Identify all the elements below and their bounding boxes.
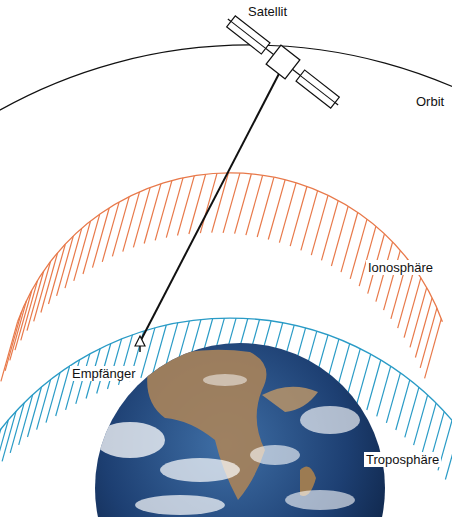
troposphere-label: Troposphäre <box>364 452 441 467</box>
hatch-line <box>34 262 51 322</box>
orbit-arc <box>0 45 452 114</box>
hatch-line <box>123 192 140 252</box>
hatch-line <box>420 308 437 368</box>
hatch-line <box>377 366 391 416</box>
hatch-line <box>83 214 100 274</box>
receiver-label: Empfänger <box>70 366 138 381</box>
hatch-line <box>1 322 18 382</box>
hatch-line <box>445 429 452 479</box>
hatch-line <box>155 181 172 241</box>
hatch-line <box>396 380 410 430</box>
hatch-line <box>178 176 195 236</box>
signal-line <box>141 66 283 340</box>
hatch-line <box>5 311 22 371</box>
hatch-line <box>386 373 400 423</box>
hatch-line <box>359 226 376 286</box>
hatch-line <box>74 221 91 281</box>
hatch-line <box>112 197 129 257</box>
hatch-line <box>367 360 381 410</box>
hatch-line <box>21 281 38 341</box>
hatch-line <box>346 349 360 399</box>
hatch-line <box>425 319 442 379</box>
hatch-line <box>166 178 183 238</box>
hatch-line <box>0 429 1 479</box>
hatch-line <box>405 387 419 437</box>
satellite-symbol <box>220 9 345 114</box>
hatch-line <box>65 228 82 288</box>
hatch-line <box>357 354 371 404</box>
hatch-line <box>422 403 436 453</box>
hatch-line <box>46 373 60 423</box>
ionosphere-arc <box>18 173 443 322</box>
hatch-line <box>37 380 51 430</box>
hatch-line <box>27 271 44 331</box>
hatch-line <box>404 278 421 338</box>
hatch-line <box>144 184 161 244</box>
hatch-line <box>410 288 427 348</box>
hatch-line <box>350 219 367 279</box>
ionosphere-label: Ionosphäre <box>366 260 435 275</box>
hatch-line <box>28 387 42 437</box>
satellite-label: Satellit <box>246 4 289 19</box>
hatch-line <box>133 188 150 248</box>
hatch-line <box>398 268 415 328</box>
orbit-label: Orbit <box>414 94 446 109</box>
hatch-line <box>414 395 428 445</box>
earth-image <box>95 343 385 517</box>
hatch-line <box>415 298 432 358</box>
receiver-symbol <box>135 336 145 352</box>
